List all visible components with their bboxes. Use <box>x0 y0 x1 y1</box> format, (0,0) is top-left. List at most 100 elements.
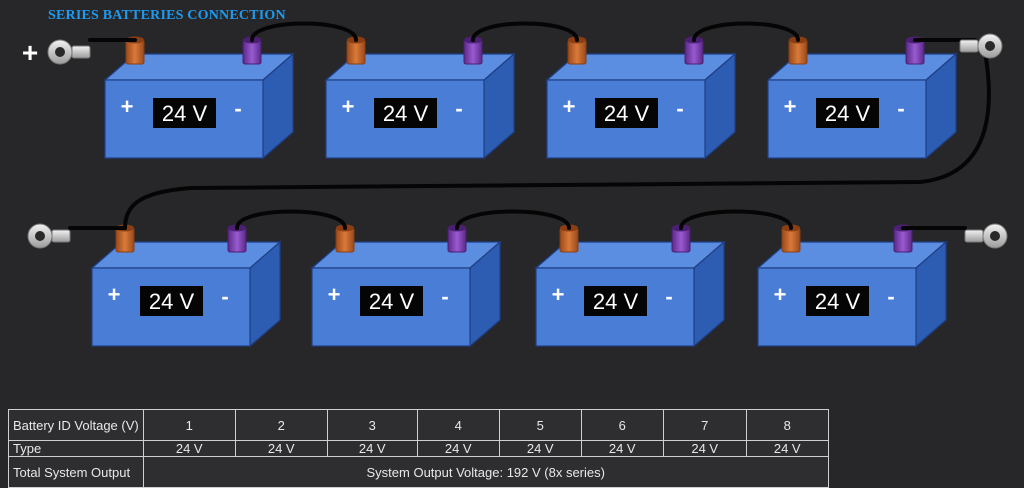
lug-barrel <box>71 45 91 59</box>
terminal-lugs-layer: + <box>22 33 1008 249</box>
positive-terminal <box>781 227 801 253</box>
battery-type-cell: 24 V <box>580 440 664 457</box>
battery-type-cell: 24 V <box>142 440 236 457</box>
battery-id-cell: 5 <box>498 409 582 441</box>
voltage-label-box <box>360 286 423 316</box>
battery-id-cell: 7 <box>662 409 747 441</box>
link-lug-left <box>27 223 71 249</box>
battery-2: 24 V + - <box>324 36 516 160</box>
battery-8: 24 V + - <box>756 224 948 348</box>
voltage-label-box <box>374 98 437 128</box>
positive-terminal <box>788 39 808 65</box>
plus-sign: + <box>328 282 341 307</box>
positive-output-lug <box>47 39 91 65</box>
total-output-value: System Output Voltage: 192 V (8x series) <box>142 456 829 488</box>
voltage-label: 24 V <box>593 289 639 314</box>
plus-sign: + <box>121 94 134 119</box>
battery-id-cell: 4 <box>416 409 500 441</box>
voltage-label: 24 V <box>383 101 429 126</box>
battery-id-cell: 2 <box>234 409 328 441</box>
lug-hole <box>55 47 65 57</box>
plus-sign: + <box>784 94 797 119</box>
plus-sign: + <box>108 282 121 307</box>
negative-terminal <box>447 227 467 253</box>
series-link-cable <box>455 209 571 230</box>
battery-type-cell: 24 V <box>662 440 747 457</box>
voltage-label: 24 V <box>604 101 650 126</box>
lug-barrel <box>959 39 979 53</box>
battery-1: 24 V + - <box>103 36 295 160</box>
battery-6: 24 V + - <box>310 224 502 348</box>
diagram-title: SERIES BATTERIES CONNECTION <box>48 8 286 23</box>
series-link-cable <box>471 21 579 42</box>
lug-barrel <box>51 229 71 243</box>
plus-sign: + <box>342 94 355 119</box>
positive-output-sign: + <box>22 37 38 68</box>
series-battery-diagram: 24 V+-24 V+-24 V+-24 V+-24 V+-24 V+-24 V… <box>22 21 1008 348</box>
voltage-label: 24 V <box>825 101 871 126</box>
positive-terminal <box>346 39 366 65</box>
batteries-layer: 24 V+-24 V+-24 V+-24 V+-24 V+-24 V+-24 V… <box>90 36 958 348</box>
minus-sign: - <box>676 96 683 121</box>
series-link-cable <box>250 21 358 42</box>
battery-type-cell: 24 V <box>416 440 500 457</box>
battery-4: 24 V + - <box>766 36 958 160</box>
cables-layer <box>68 21 991 230</box>
minus-sign: - <box>234 96 241 121</box>
table-row-ids: Battery ID Voltage (V) 1 2 3 4 5 6 7 8 <box>8 409 829 441</box>
battery-7: 24 V + - <box>534 224 726 348</box>
link-lug-top <box>959 33 1003 59</box>
lug-hole <box>35 231 45 241</box>
lug-barrel <box>964 229 984 243</box>
total-output-header: Total System Output <box>8 456 144 488</box>
negative-terminal <box>671 227 691 253</box>
battery-type-cell: 24 V <box>234 440 328 457</box>
battery-type-cell: 24 V <box>326 440 418 457</box>
plus-sign: + <box>563 94 576 119</box>
voltage-label: 24 V <box>162 101 208 126</box>
battery-spec-table: Battery ID Voltage (V) 1 2 3 4 5 6 7 8 T… <box>8 409 829 488</box>
minus-sign: - <box>665 284 672 309</box>
voltage-label-box <box>816 98 879 128</box>
battery-5: 24 V + - <box>90 224 282 348</box>
plus-sign: + <box>774 282 787 307</box>
battery-3: 24 V + - <box>545 36 737 160</box>
minus-sign: - <box>455 96 462 121</box>
table-row-types: Type 24 V 24 V 24 V 24 V 24 V 24 V 24 V … <box>8 440 829 457</box>
lug-hole <box>985 41 995 51</box>
voltage-label-box <box>140 286 203 316</box>
minus-sign: - <box>887 284 894 309</box>
voltage-label-box <box>595 98 658 128</box>
voltage-label-box <box>584 286 647 316</box>
battery-id-cell: 8 <box>745 409 829 441</box>
positive-terminal <box>115 227 135 253</box>
battery-type-cell: 24 V <box>745 440 829 457</box>
table-row-total: Total System Output System Output Voltag… <box>8 456 829 488</box>
voltage-label: 24 V <box>149 289 195 314</box>
minus-sign: - <box>441 284 448 309</box>
minus-sign: - <box>221 284 228 309</box>
battery-id-cell: 6 <box>580 409 664 441</box>
negative-terminal <box>242 39 262 65</box>
negative-terminal <box>905 39 925 65</box>
voltage-label: 24 V <box>369 289 415 314</box>
battery-id-cell: 3 <box>326 409 418 441</box>
voltage-label-box <box>153 98 216 128</box>
row-link-cable <box>123 50 991 230</box>
voltage-label: 24 V <box>815 289 861 314</box>
series-link-cable <box>235 209 347 230</box>
negative-output-lug <box>964 223 1008 249</box>
plus-sign: + <box>552 282 565 307</box>
positive-terminal <box>125 39 145 65</box>
voltage-label-box <box>806 286 869 316</box>
positive-terminal <box>559 227 579 253</box>
battery-type-cell: 24 V <box>498 440 582 457</box>
negative-terminal <box>463 39 483 65</box>
positive-terminal <box>335 227 355 253</box>
negative-terminal <box>893 227 913 253</box>
minus-sign: - <box>897 96 904 121</box>
series-link-cable <box>692 21 800 42</box>
series-link-cable <box>679 209 793 230</box>
type-header: Type <box>8 440 144 457</box>
battery-id-header: Battery ID Voltage (V) <box>8 409 144 441</box>
